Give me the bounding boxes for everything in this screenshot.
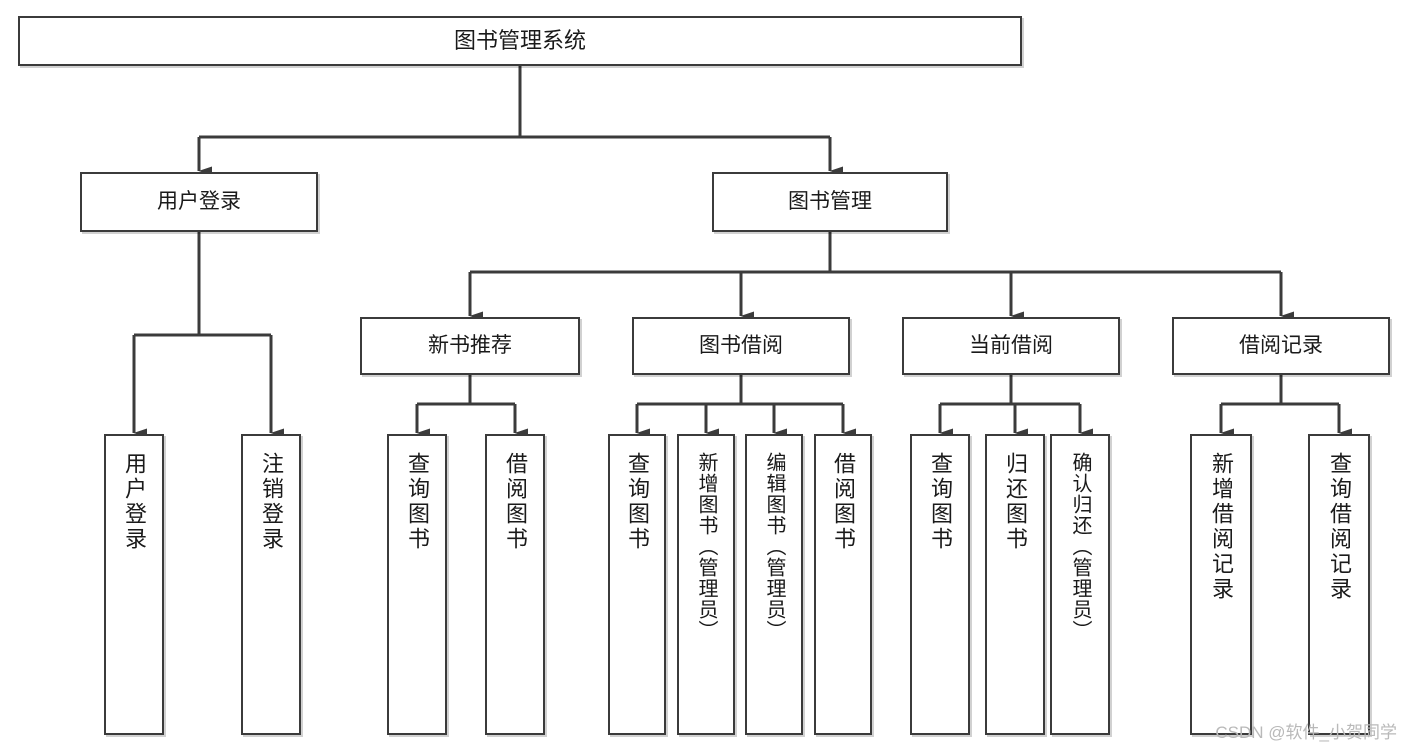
node-leaf-query-book-rec[interactable]: 查询图书 — [387, 434, 447, 735]
node-new-book-rec[interactable]: 新书推荐 — [360, 317, 580, 375]
node-label: 图书管理 — [788, 189, 872, 213]
node-current-borrow[interactable]: 当前借阅 — [902, 317, 1120, 375]
node-label: 编辑图书（管理员） — [763, 452, 785, 641]
node-label: 图书借阅 — [699, 333, 783, 357]
node-root[interactable]: 图书管理系统 — [18, 16, 1022, 66]
node-leaf-return-book[interactable]: 归还图书 — [985, 434, 1045, 735]
node-leaf-borrow-book[interactable]: 借阅图书 — [814, 434, 872, 735]
node-label: 查询借阅记录 — [1327, 452, 1352, 602]
node-leaf-borrow-book-rec[interactable]: 借阅图书 — [485, 434, 545, 735]
node-borrow-record[interactable]: 借阅记录 — [1172, 317, 1390, 375]
node-book-borrow[interactable]: 图书借阅 — [632, 317, 850, 375]
node-label: 注销登录 — [259, 452, 284, 552]
node-label: 当前借阅 — [969, 333, 1053, 357]
node-label: 新增借阅记录 — [1209, 452, 1234, 602]
node-user-login[interactable]: 用户登录 — [80, 172, 318, 232]
node-leaf-user-login[interactable]: 用户登录 — [104, 434, 164, 735]
node-label: 确认归还（管理员） — [1069, 452, 1091, 641]
node-leaf-logout[interactable]: 注销登录 — [241, 434, 301, 735]
node-label: 查询图书 — [405, 452, 430, 552]
node-leaf-edit-book[interactable]: 编辑图书（管理员） — [745, 434, 803, 735]
node-label: 借阅图书 — [831, 452, 856, 552]
node-label: 用户登录 — [157, 189, 241, 213]
node-label: 归还图书 — [1003, 452, 1028, 552]
node-leaf-add-record[interactable]: 新增借阅记录 — [1190, 434, 1252, 735]
node-leaf-query-record[interactable]: 查询借阅记录 — [1308, 434, 1370, 735]
node-label: 新增图书（管理员） — [695, 452, 717, 641]
node-leaf-add-book[interactable]: 新增图书（管理员） — [677, 434, 735, 735]
node-label: 新书推荐 — [428, 333, 512, 357]
node-leaf-query-book-cur[interactable]: 查询图书 — [910, 434, 970, 735]
node-label: 查询图书 — [625, 452, 650, 552]
node-leaf-confirm-return[interactable]: 确认归还（管理员） — [1050, 434, 1110, 735]
node-book-manage[interactable]: 图书管理 — [712, 172, 948, 232]
node-label: 借阅记录 — [1239, 333, 1323, 357]
node-label: 图书管理系统 — [453, 28, 586, 54]
node-label: 用户登录 — [122, 452, 147, 552]
node-leaf-query-book-borrow[interactable]: 查询图书 — [608, 434, 666, 735]
node-label: 借阅图书 — [503, 452, 528, 552]
node-label: 查询图书 — [928, 452, 953, 552]
